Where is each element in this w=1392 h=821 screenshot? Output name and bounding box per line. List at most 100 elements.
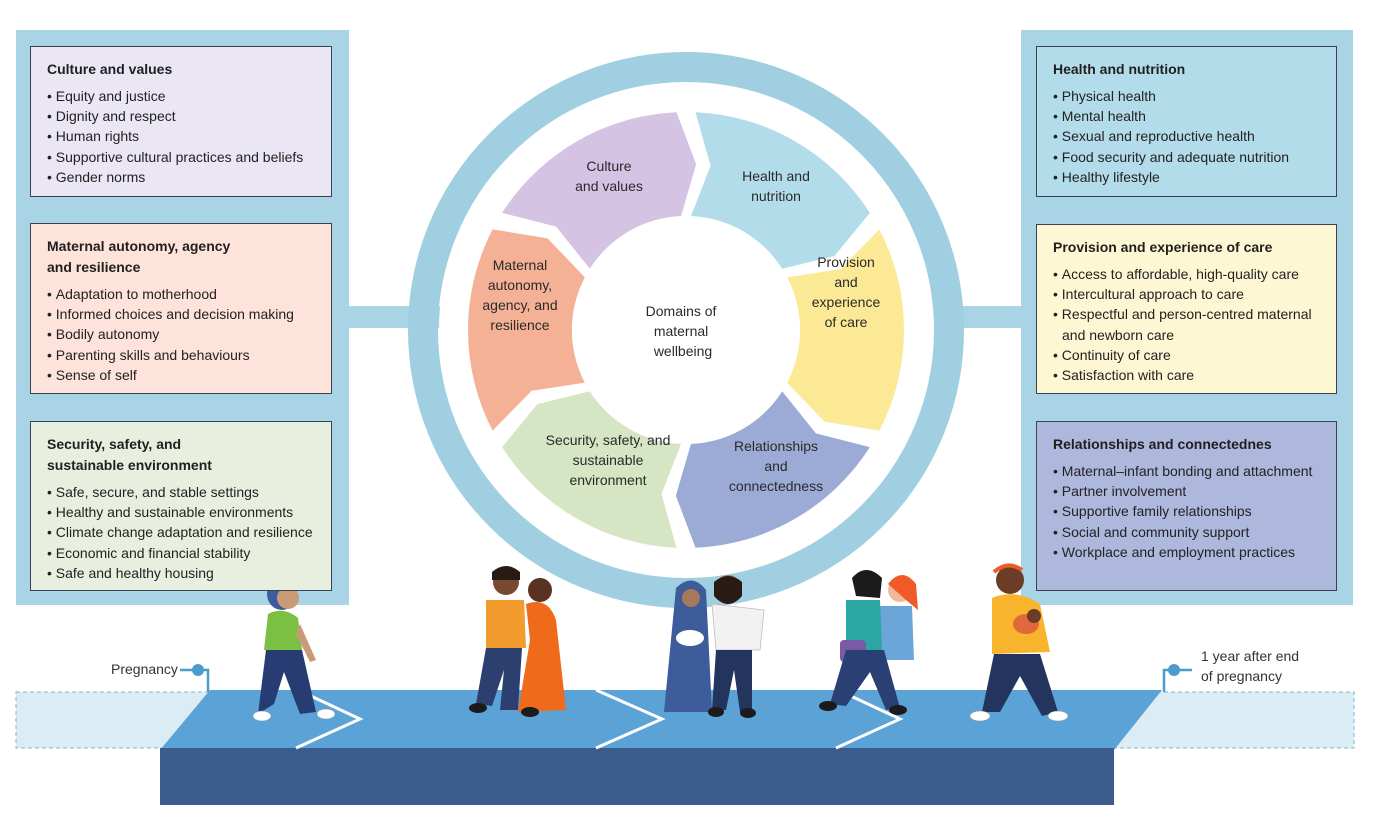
health-box-list: Physical health Mental health Sexual and… [1053, 86, 1322, 187]
couple-figure [469, 566, 566, 717]
list-item: Respectful and person-centred maternal a… [1053, 304, 1322, 344]
culture-box-list: Equity and justice Dignity and respect H… [47, 86, 317, 187]
list-item: Social and community support [1053, 522, 1322, 542]
list-item: Intercultural approach to care [1053, 284, 1322, 304]
start-marker-icon [180, 664, 210, 692]
provision-box-title: Provision and experience of care [1053, 239, 1273, 255]
segment-label-line: of care [825, 314, 868, 330]
list-item: Maternal–infant bonding and attachment [1053, 461, 1322, 481]
segment-autonomy [467, 229, 585, 431]
segment-label-line: Relationships [734, 438, 818, 454]
domain-segments [467, 112, 904, 548]
segment-label-line: agency, and [482, 297, 557, 313]
list-item: Healthy lifestyle [1053, 167, 1322, 187]
list-item: Supportive cultural practices and belief… [47, 147, 317, 167]
list-item: Safe, secure, and stable settings [47, 482, 317, 502]
segment-health [690, 112, 870, 269]
segment-label-security: Security, safety, and sustainable environm… [546, 432, 671, 488]
list-item: Gender norms [47, 167, 317, 187]
list-item: Satisfaction with care [1053, 365, 1322, 385]
road-chevron-1 [295, 688, 364, 750]
segment-label-line: autonomy, [488, 277, 552, 293]
health-and-nutrition-box: Health and nutrition Physical health Men… [1036, 46, 1337, 197]
autonomy-box-list: Adaptation to motherhood Informed choice… [47, 284, 317, 385]
end-marker-icon [1162, 664, 1192, 692]
list-item: Supportive family relationships [1053, 501, 1322, 521]
segment-label-health: Health and nutrition [742, 168, 810, 204]
mother-with-baby-figure [969, 563, 1069, 722]
list-item: Dignity and respect [47, 106, 317, 126]
relationships-box-title: Relationships and connectednes [1053, 436, 1272, 452]
culture-box-title: Culture and values [47, 61, 173, 77]
list-item: Continuity of care [1053, 345, 1322, 365]
security-box-list: Safe, secure, and stable settings Health… [47, 482, 317, 583]
segment-label-relationships: Relationships and connectedness [729, 438, 823, 494]
list-item: Equity and justice [47, 86, 317, 106]
segment-label-autonomy: Maternal autonomy, agency, and resilience [482, 257, 557, 333]
segment-label-line: experience [812, 294, 881, 310]
segment-label-line: and [834, 274, 857, 290]
list-item: Safe and healthy housing [47, 563, 317, 583]
walking-woman-figure [252, 578, 336, 722]
timeline-end-label: 1 year after end of pregnancy [1201, 646, 1299, 686]
list-item: Food security and adequate nutrition [1053, 147, 1322, 167]
list-item: Mental health [1053, 106, 1322, 126]
segment-label-line: Health and [742, 168, 810, 184]
segment-label-line: environment [569, 472, 646, 488]
list-item: Human rights [47, 126, 317, 146]
center-label: Domains of maternal wellbeing [646, 303, 721, 359]
list-item: Physical health [1053, 86, 1322, 106]
segment-security [502, 391, 682, 548]
segment-label-culture: Culture and values [575, 158, 643, 194]
list-item: Climate change adaptation and resilience [47, 522, 317, 542]
provision-of-care-box: Provision and experience of care Access … [1036, 224, 1337, 394]
list-item: Adaptation to motherhood [47, 284, 317, 304]
road-chevron-2 [595, 688, 666, 750]
segment-provision [787, 229, 904, 431]
segment-label-line: Culture [586, 158, 631, 174]
list-item: Parenting skills and behaviours [47, 345, 317, 365]
list-item: Partner involvement [1053, 481, 1322, 501]
list-item: Economic and financial stability [47, 543, 317, 563]
list-item: Informed choices and decision making [47, 304, 317, 324]
segment-label-line: and [764, 458, 787, 474]
relationships-box: Relationships and connectednes Maternal–… [1036, 421, 1337, 591]
relationships-box-list: Maternal–infant bonding and attachment P… [1053, 461, 1322, 562]
center-label-line-1: Domains of [646, 303, 717, 319]
center-label-line-2: maternal [654, 323, 708, 339]
timeline-end-label-line-2: of pregnancy [1201, 668, 1282, 684]
list-item: Access to affordable, high-quality care [1053, 264, 1322, 284]
segment-label-line: connectedness [729, 478, 823, 494]
right-connector-bar [950, 306, 1030, 328]
road-chevron-3 [835, 688, 904, 750]
segment-label-line: resilience [490, 317, 549, 333]
center-circle [572, 216, 800, 444]
road-front [160, 748, 1114, 805]
health-box-title: Health and nutrition [1053, 61, 1186, 77]
list-item: Workplace and employment practices [1053, 542, 1322, 562]
segment-label-line: Maternal [493, 257, 547, 273]
timeline-end-label-line-1: 1 year after end [1201, 648, 1300, 664]
segment-label-line: Provision [817, 254, 875, 270]
segment-relationships [675, 391, 870, 548]
segment-label-line: Security, safety, and [546, 432, 671, 448]
segment-label-line: sustainable [573, 452, 644, 468]
segment-culture [502, 112, 697, 269]
timeline-start-label: Pregnancy [111, 661, 178, 677]
list-item: Sense of self [47, 365, 317, 385]
list-item: Sexual and reproductive health [1053, 126, 1322, 146]
two-women-figure [819, 570, 918, 715]
segment-label-provision: Provision and experience of care [812, 254, 881, 330]
parents-with-baby-figure [664, 575, 765, 718]
provision-box-list: Access to affordable, high-quality care … [1053, 264, 1322, 385]
segment-label-line: nutrition [751, 188, 801, 204]
segment-label-line: and values [575, 178, 643, 194]
list-item: Healthy and sustainable environments [47, 502, 317, 522]
culture-and-values-box: Culture and values Equity and justice Di… [30, 46, 332, 197]
